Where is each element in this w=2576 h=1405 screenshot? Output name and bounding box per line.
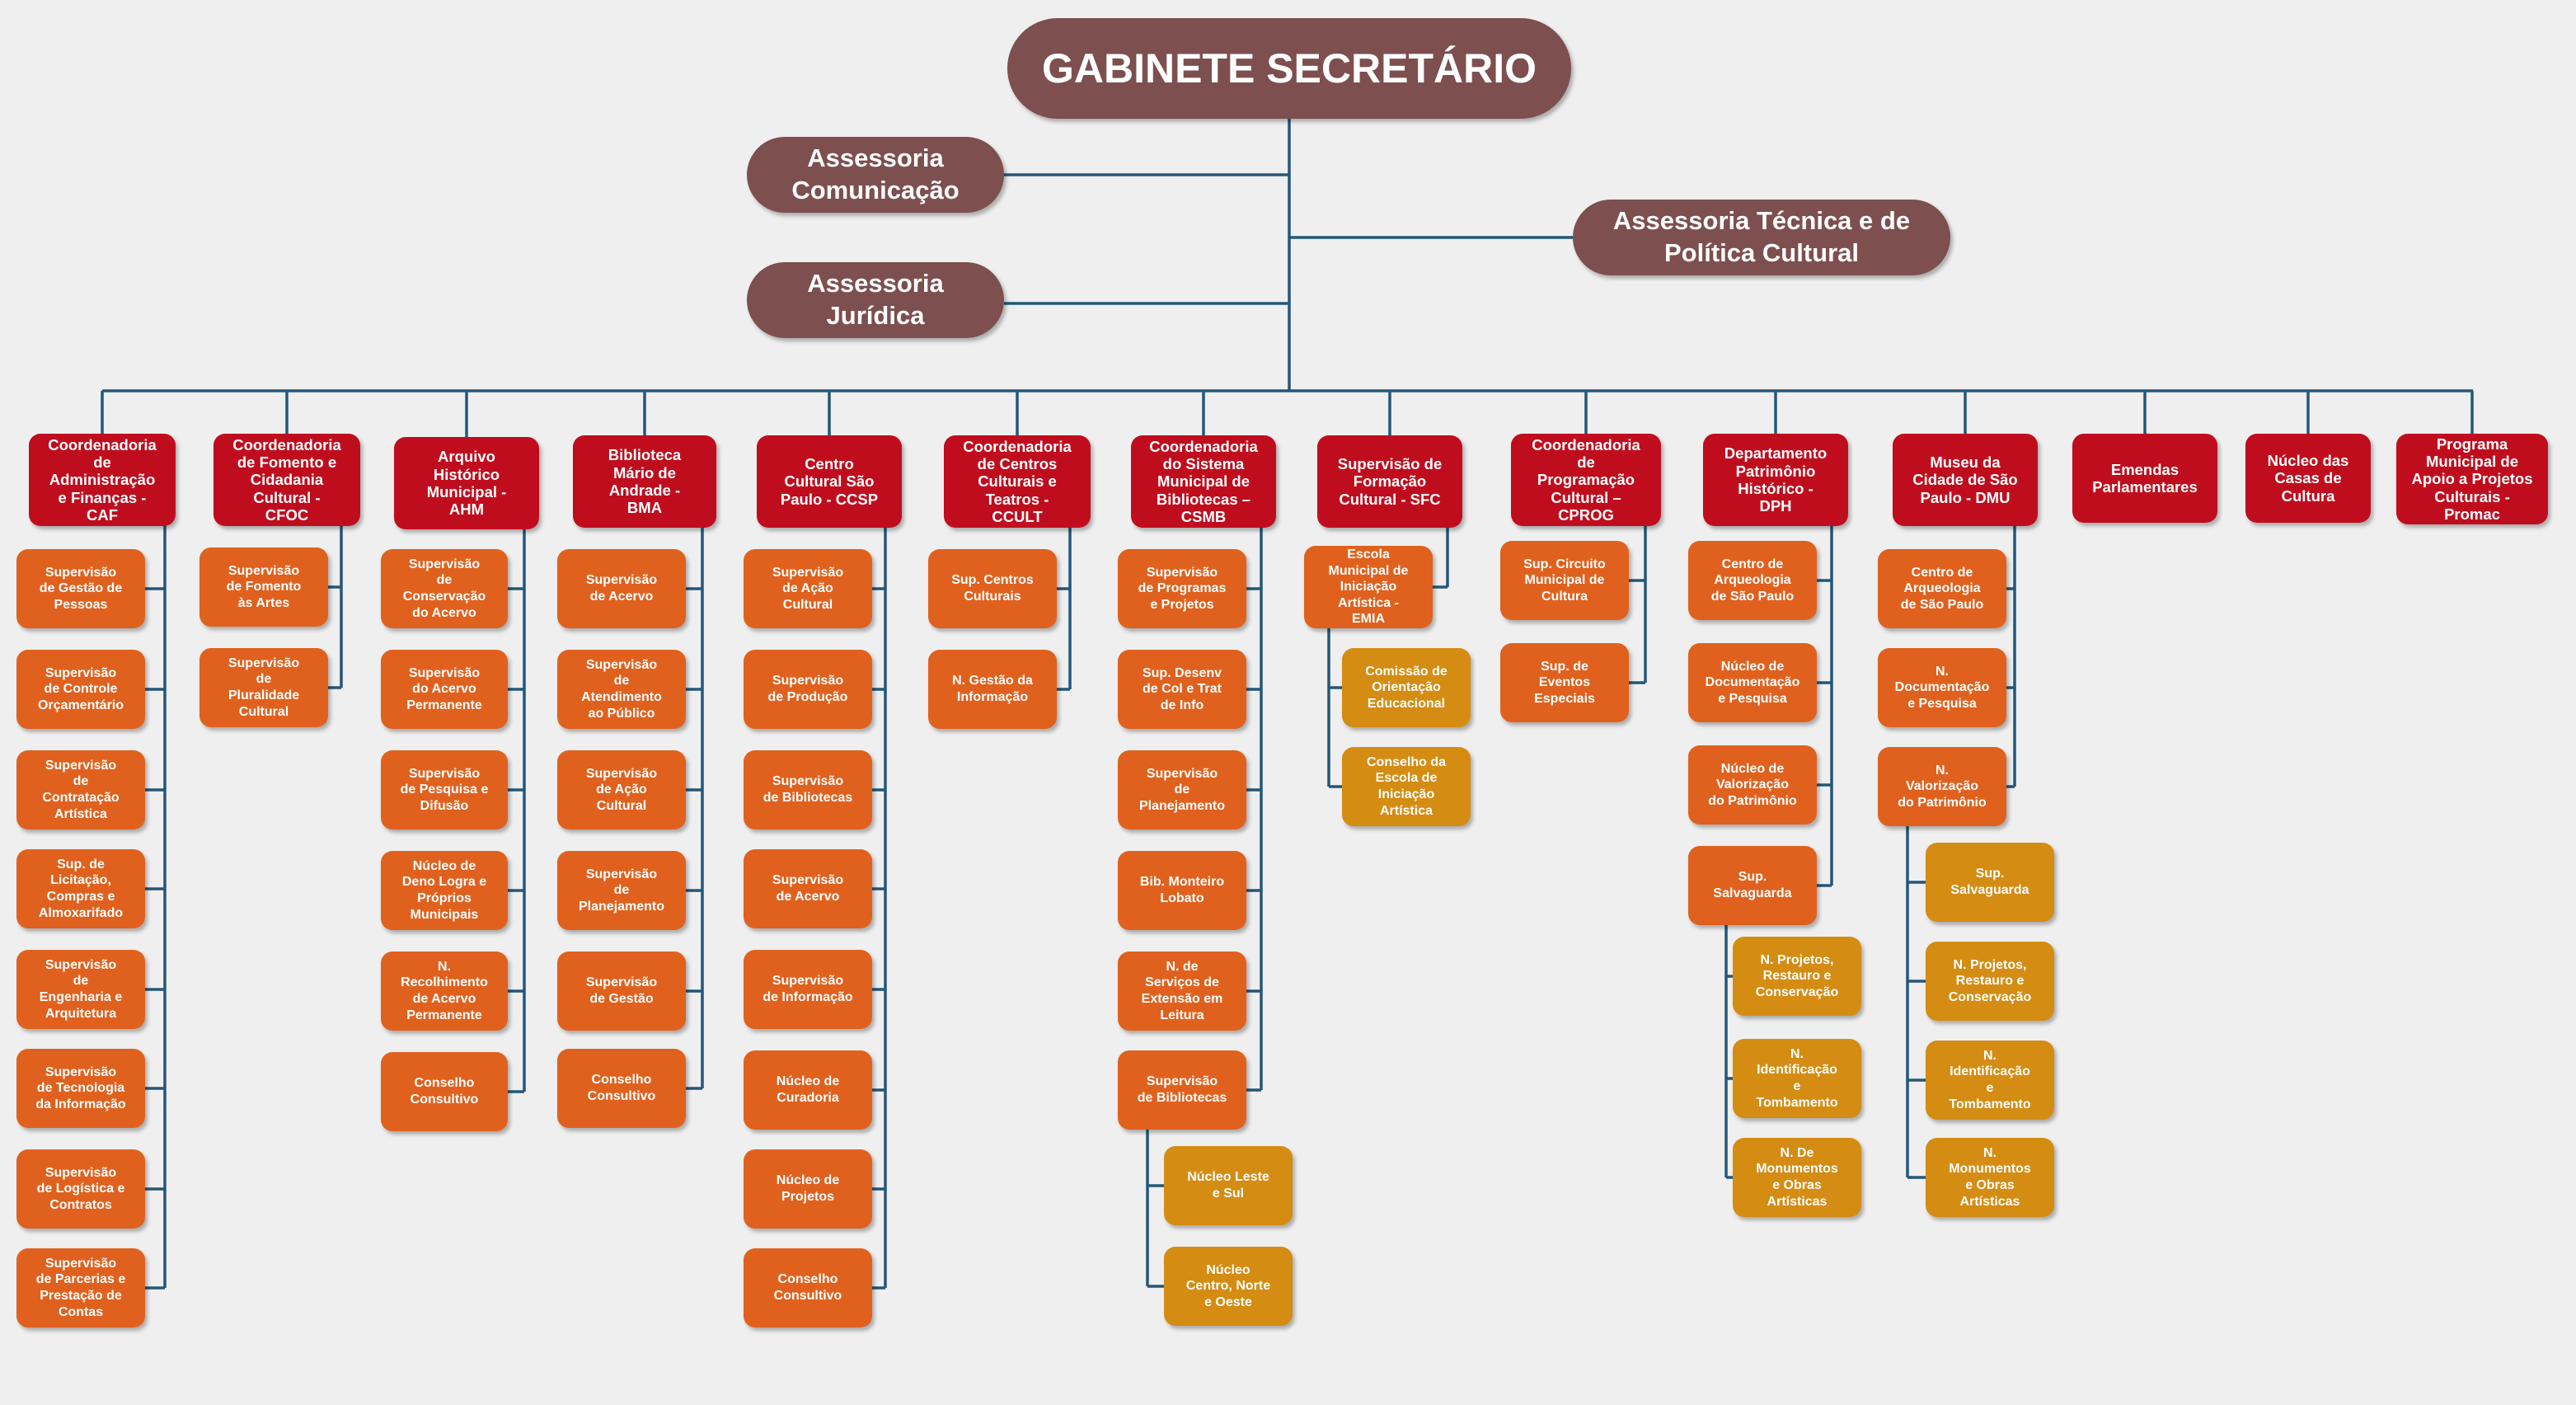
sub-unit-box-6-0: Núcleo Leste e Sul xyxy=(1164,1146,1293,1225)
supervision-box-1-0: Supervisão de Fomento às Artes xyxy=(199,547,328,627)
coordination-box-0: Coordenadoria de Administração e Finança… xyxy=(29,434,176,526)
coordination-box-9: Departamento Patrimônio Histórico - DPH xyxy=(1703,434,1848,526)
supervision-box-2-0: Supervisão de Conservação do Acervo xyxy=(381,549,508,628)
supervision-box-4-4: Supervisão de Informação xyxy=(744,950,872,1029)
supervision-box-0-7: Supervisão de Parcerias e Prestação de C… xyxy=(16,1248,145,1327)
supervision-box-0-2: Supervisão de Contratação Artística xyxy=(16,750,145,829)
coordination-box-4: Centro Cultural São Paulo - CCSP xyxy=(757,435,902,528)
supervision-box-6-2: Supervisão de Planejamento xyxy=(1118,750,1246,829)
supervision-box-3-3: Supervisão de Planejamento xyxy=(557,851,686,930)
supervision-box-2-1: Supervisão do Acervo Permanente xyxy=(381,650,508,729)
supervision-box-2-3: Núcleo de Deno Logra e Próprios Municipa… xyxy=(381,851,508,930)
supervision-box-2-4: N. Recolhimento de Acervo Permanente xyxy=(381,952,508,1031)
sub-unit-box-10-0: Sup. Salvaguarda xyxy=(1926,843,2054,922)
supervision-box-5-1: N. Gestão da Informação xyxy=(928,650,1057,729)
coordination-box-12: Núcleo das Casas de Cultura xyxy=(2245,434,2371,523)
supervision-box-6-3: Bib. Monteiro Lobato xyxy=(1118,851,1246,930)
supervision-box-0-6: Supervisão de Logística e Contratos xyxy=(16,1149,145,1229)
coordination-box-13: Programa Municipal de Apoio a Projetos C… xyxy=(2396,434,2548,524)
supervision-box-10-0: Centro de Arqueologia de São Paulo xyxy=(1878,549,2006,628)
supervision-box-1-1: Supervisão de Pluralidade Cultural xyxy=(199,648,328,727)
supervision-box-4-6: Núcleo de Projetos xyxy=(744,1149,872,1229)
supervision-box-4-7: Conselho Consultivo xyxy=(744,1248,872,1327)
supervision-box-9-0: Centro de Arqueologia de São Paulo xyxy=(1688,541,1817,620)
supervision-box-8-0: Sup. Circuito Municipal de Cultura xyxy=(1500,541,1629,620)
supervision-box-6-0: Supervisão de Programas e Projetos xyxy=(1118,549,1246,628)
sub-unit-box-10-1: N. Projetos, Restauro e Conservação xyxy=(1926,942,2054,1021)
supervision-box-6-1: Sup. Desenv de Col e Trat de Info xyxy=(1118,650,1246,729)
gabinete-secretario-box: GABINETE SECRETÁRIO xyxy=(1007,18,1571,119)
supervision-box-0-1: Supervisão de Controle Orçamentário xyxy=(16,650,145,729)
sub-unit-box-7-1: Conselho da Escola de Iniciação Artístic… xyxy=(1342,747,1471,826)
coordination-box-11: Emendas Parlamentares xyxy=(2072,434,2217,523)
supervision-box-3-0: Supervisão de Acervo xyxy=(557,549,686,628)
sub-unit-box-9-1: N. Identificação e Tombamento xyxy=(1733,1039,1861,1118)
supervision-box-9-2: Núcleo de Valorização do Patrimônio xyxy=(1688,745,1817,825)
coordination-box-2: Arquivo Histórico Municipal - AHM xyxy=(394,437,539,529)
supervision-box-4-5: Núcleo de Curadoria xyxy=(744,1050,872,1130)
coordination-box-7: Supervisão de Formação Cultural - SFC xyxy=(1317,435,1462,528)
supervision-box-4-2: Supervisão de Bibliotecas xyxy=(744,750,872,829)
sub-unit-box-9-2: N. De Monumentos e Obras Artísticas xyxy=(1733,1138,1861,1217)
sub-unit-box-10-3: N. Monumentos e Obras Artísticas xyxy=(1926,1138,2054,1217)
supervision-box-0-3: Sup. de Licitação, Compras e Almoxarifad… xyxy=(16,849,145,928)
supervision-box-10-1: N. Documentação e Pesquisa xyxy=(1878,648,2006,727)
supervision-box-9-3: Sup. Salvaguarda xyxy=(1688,846,1817,925)
supervision-box-5-0: Sup. Centros Culturais xyxy=(928,549,1057,628)
supervision-box-0-0: Supervisão de Gestão de Pessoas xyxy=(16,549,145,628)
supervision-box-2-2: Supervisão de Pesquisa e Difusão xyxy=(381,750,508,829)
supervision-box-9-1: Núcleo de Documentação e Pesquisa xyxy=(1688,643,1817,722)
coordination-box-1: Coordenadoria de Fomento e Cidadania Cul… xyxy=(213,434,360,526)
supervision-box-3-2: Supervisão de Ação Cultural xyxy=(557,750,686,829)
assessoria-juridica-box: Assessoria Jurídica xyxy=(747,262,1004,338)
supervision-box-3-4: Supervisão de Gestão xyxy=(557,952,686,1031)
assessoria-comunicacao-box: Assessoria Comunicação xyxy=(747,137,1004,213)
coordination-box-5: Coordenadoria de Centros Culturais e Tea… xyxy=(944,435,1091,528)
sub-unit-box-10-2: N. Identificação e Tombamento xyxy=(1926,1041,2054,1120)
supervision-box-4-0: Supervisão de Ação Cultural xyxy=(744,549,872,628)
supervision-box-10-2: N. Valorização do Patrimônio xyxy=(1878,747,2006,826)
supervision-box-3-1: Supervisão de Atendimento ao Público xyxy=(557,650,686,729)
supervision-box-2-5: Conselho Consultivo xyxy=(381,1052,508,1131)
supervision-box-7-0: Escola Municipal de Iniciação Artística … xyxy=(1304,546,1433,628)
supervision-box-0-4: Supervisão de Engenharia e Arquitetura xyxy=(16,950,145,1029)
coordination-box-3: Biblioteca Mário de Andrade - BMA xyxy=(573,435,716,528)
supervision-box-3-5: Conselho Consultivo xyxy=(557,1049,686,1128)
supervision-box-8-1: Sup. de Eventos Especiais xyxy=(1500,643,1629,722)
supervision-box-6-4: N. de Serviços de Extensão em Leitura xyxy=(1118,952,1246,1031)
supervision-box-6-5: Supervisão de Bibliotecas xyxy=(1118,1050,1246,1130)
coordination-box-8: Coordenadoria de Programação Cultural – … xyxy=(1511,434,1661,526)
supervision-box-0-5: Supervisão de Tecnologia da Informação xyxy=(16,1049,145,1128)
coordination-box-6: Coordenadoria do Sistema Municipal de Bi… xyxy=(1131,435,1276,528)
sub-unit-box-9-0: N. Projetos, Restauro e Conservação xyxy=(1733,937,1861,1016)
supervision-box-4-3: Supervisão de Acervo xyxy=(744,849,872,928)
sub-unit-box-6-1: Núcleo Centro, Norte e Oeste xyxy=(1164,1247,1293,1326)
sub-unit-box-7-0: Comissão de Orientação Educacional xyxy=(1342,648,1471,727)
assessoria-tecnica-box: Assessoria Técnica e de Política Cultura… xyxy=(1573,200,1950,275)
supervision-box-4-1: Supervisão de Produção xyxy=(744,650,872,729)
coordination-box-10: Museu da Cidade de São Paulo - DMU xyxy=(1893,434,2038,526)
